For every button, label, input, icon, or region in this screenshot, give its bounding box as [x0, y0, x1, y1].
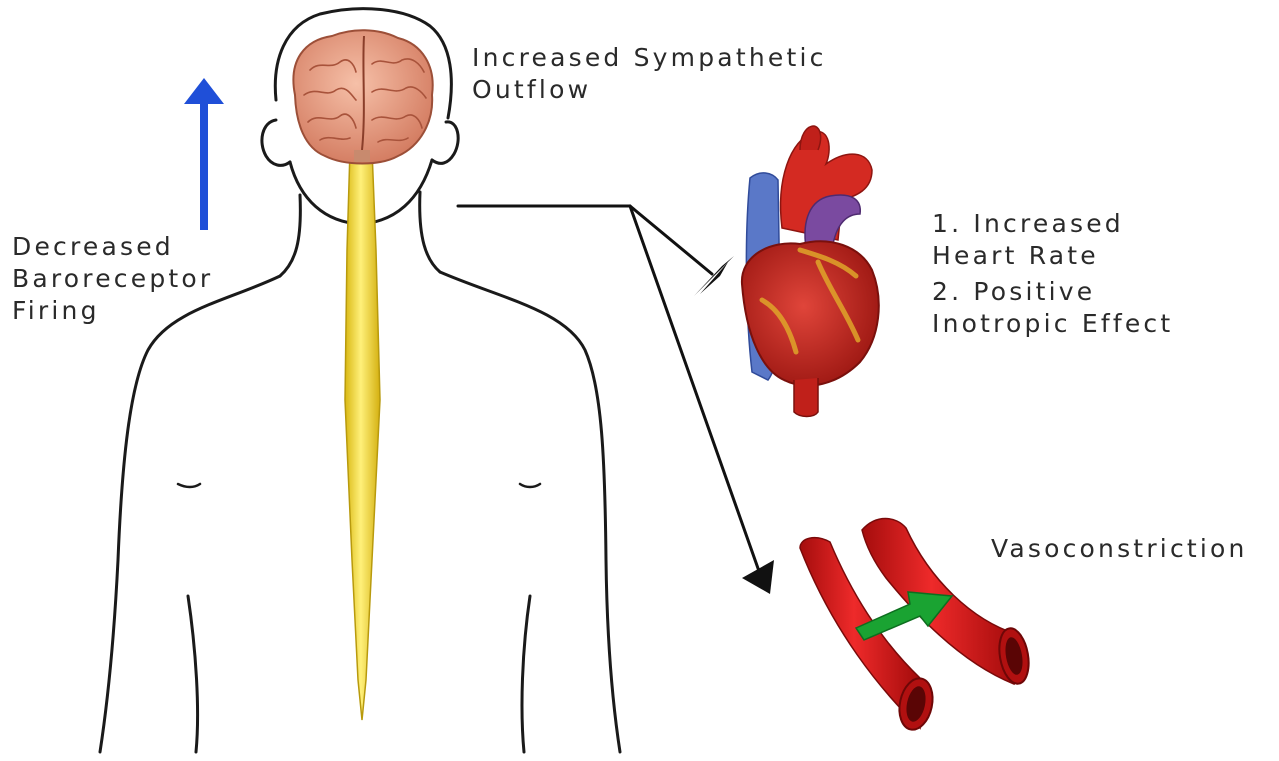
heart-arrowhead-fill [694, 256, 734, 296]
sympathetic-outflow-label: Increased Sympathetic Outflow [472, 42, 827, 106]
spinal-cord [345, 150, 380, 720]
baroreceptor-line-3: Firing [12, 295, 213, 327]
sympathetic-arrows [458, 206, 760, 574]
up-arrow-icon [184, 78, 224, 230]
heart-effects-label: 1. Increased Heart Rate 2. Positive Inot… [932, 208, 1173, 340]
heart-effect-2-line-2: Inotropic Effect [932, 308, 1173, 340]
heart-icon [742, 126, 879, 417]
baroreceptor-line-1: Decreased [12, 231, 213, 263]
vasoconstriction-label: Vasoconstriction [991, 533, 1248, 565]
baroreceptor-label: Decreased Baroreceptor Firing [12, 231, 213, 327]
vasoconstriction-text: Vasoconstriction [991, 533, 1248, 565]
heart-effect-2-line-1: 2. Positive [932, 276, 1173, 308]
sympathetic-line-2: Outflow [472, 74, 827, 106]
brain-icon [293, 30, 432, 163]
heart-effect-1-line-1: 1. Increased [932, 208, 1173, 240]
heart-effect-1-line-2: Heart Rate [932, 240, 1173, 272]
sympathetic-line-1: Increased Sympathetic [472, 42, 827, 74]
baroreceptor-line-2: Baroreceptor [12, 263, 213, 295]
